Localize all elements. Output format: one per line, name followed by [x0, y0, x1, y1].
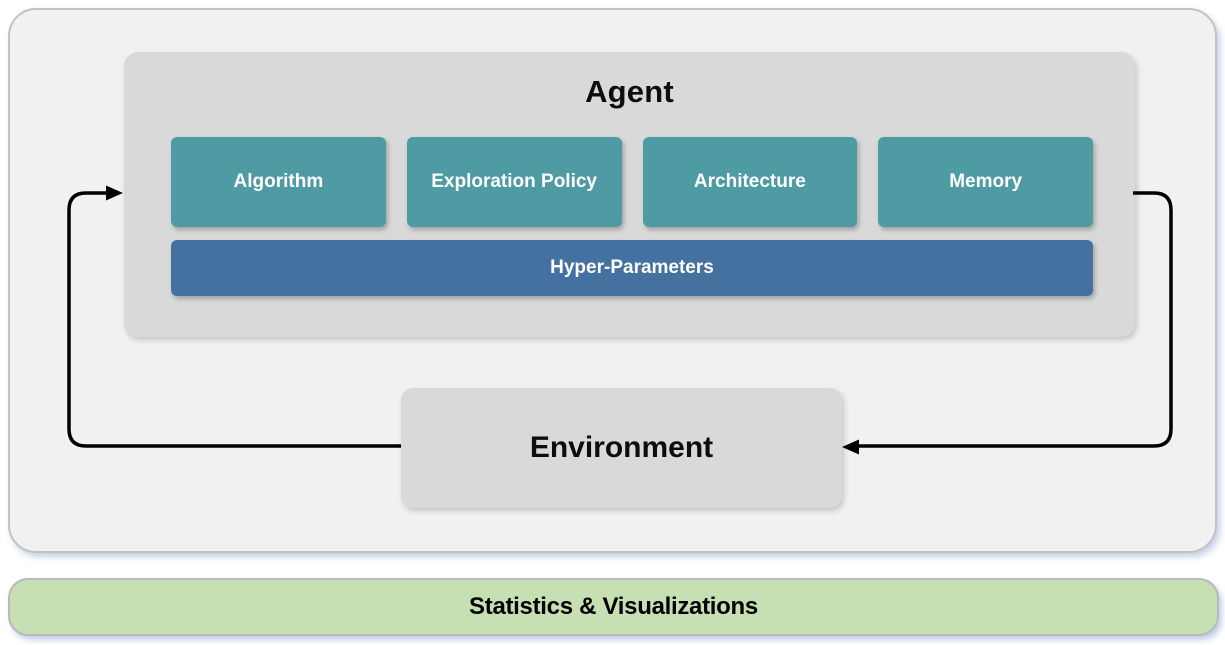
- component-exploration-policy: Exploration Policy: [406, 137, 622, 227]
- agent-container: Agent Algorithm Exploration Policy Archi…: [124, 52, 1135, 337]
- agent-components-row: Algorithm Exploration Policy Architectur…: [171, 137, 1093, 227]
- statistics-visualizations-bar: Statistics & Visualizations: [8, 578, 1219, 636]
- hyper-parameters-bar: Hyper-Parameters: [171, 240, 1093, 296]
- component-memory: Memory: [878, 137, 1093, 227]
- component-architecture: Architecture: [642, 137, 858, 227]
- component-algorithm: Algorithm: [171, 137, 386, 227]
- environment-box: Environment: [401, 388, 842, 508]
- agent-title: Agent: [585, 74, 674, 109]
- rl-loop-panel: Agent Algorithm Exploration Policy Archi…: [8, 8, 1217, 553]
